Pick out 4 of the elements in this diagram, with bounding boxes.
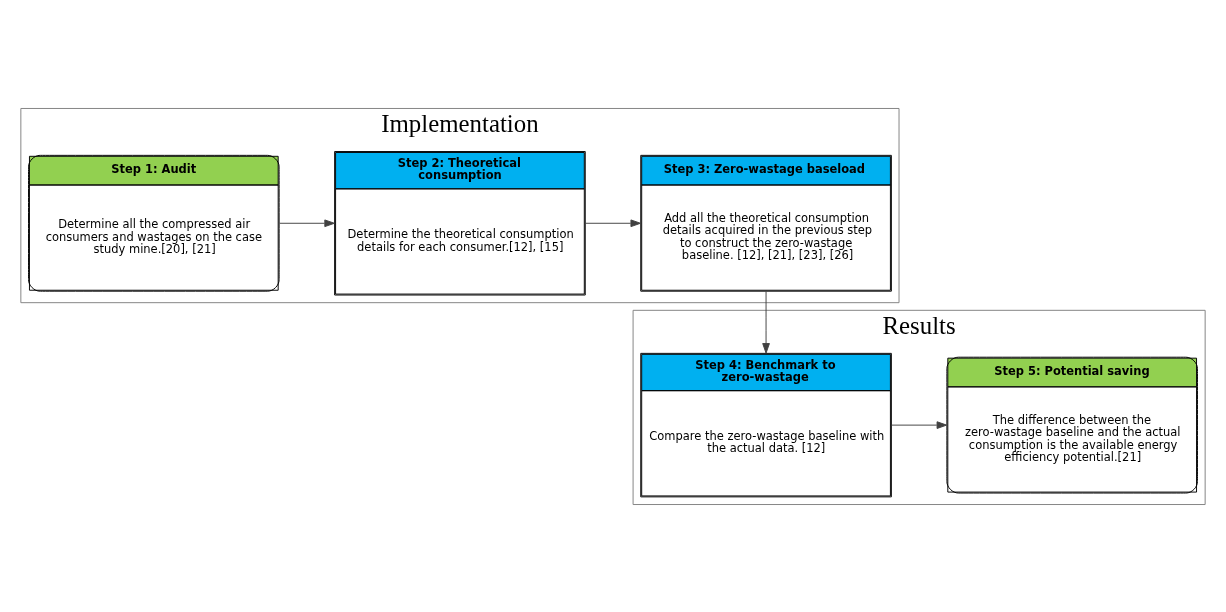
arrow: [891, 420, 948, 429]
arrow: [762, 290, 770, 354]
arrow: [585, 218, 641, 227]
arrow: [278, 218, 335, 227]
